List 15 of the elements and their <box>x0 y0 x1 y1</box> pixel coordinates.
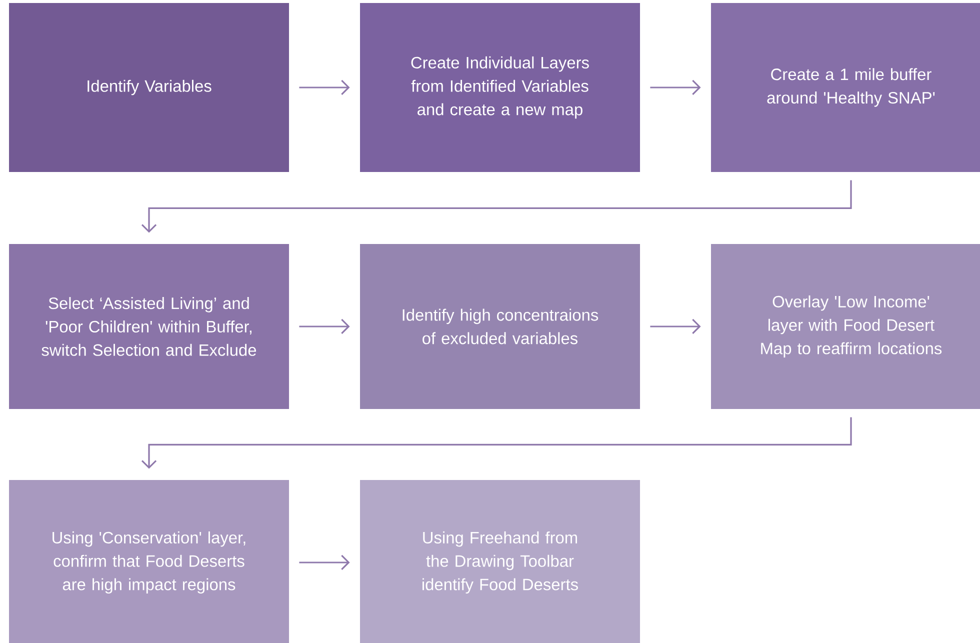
process-box: Using 'Conservation' layer, confirm that Food Deserts are high impact regions <box>9 480 289 643</box>
arrow <box>299 80 350 96</box>
process-box: Identify Variables <box>9 3 289 172</box>
arrow <box>141 417 852 469</box>
process-box: Using Freehand from the Drawing Toolbar identify Food Deserts <box>360 480 640 643</box>
arrow <box>650 80 701 96</box>
process-box: Create Individual Layers from Identified Variables and create a new map <box>360 3 640 172</box>
process-box: Identify high concentraions of excluded variables <box>360 244 640 409</box>
arrow <box>299 554 350 570</box>
arrow <box>141 180 852 233</box>
arrow <box>650 318 701 334</box>
process-box: Overlay 'Low Income' layer with Food Desert Map to reaffirm locations <box>711 244 980 409</box>
process-box: Select ‘Assisted Living’ and 'Poor Children' within Buffer, switch Selection and Exclude <box>9 244 289 409</box>
arrow <box>299 318 350 334</box>
process-box: Create a 1 mile buffer around 'Healthy SNAP' <box>711 3 980 172</box>
